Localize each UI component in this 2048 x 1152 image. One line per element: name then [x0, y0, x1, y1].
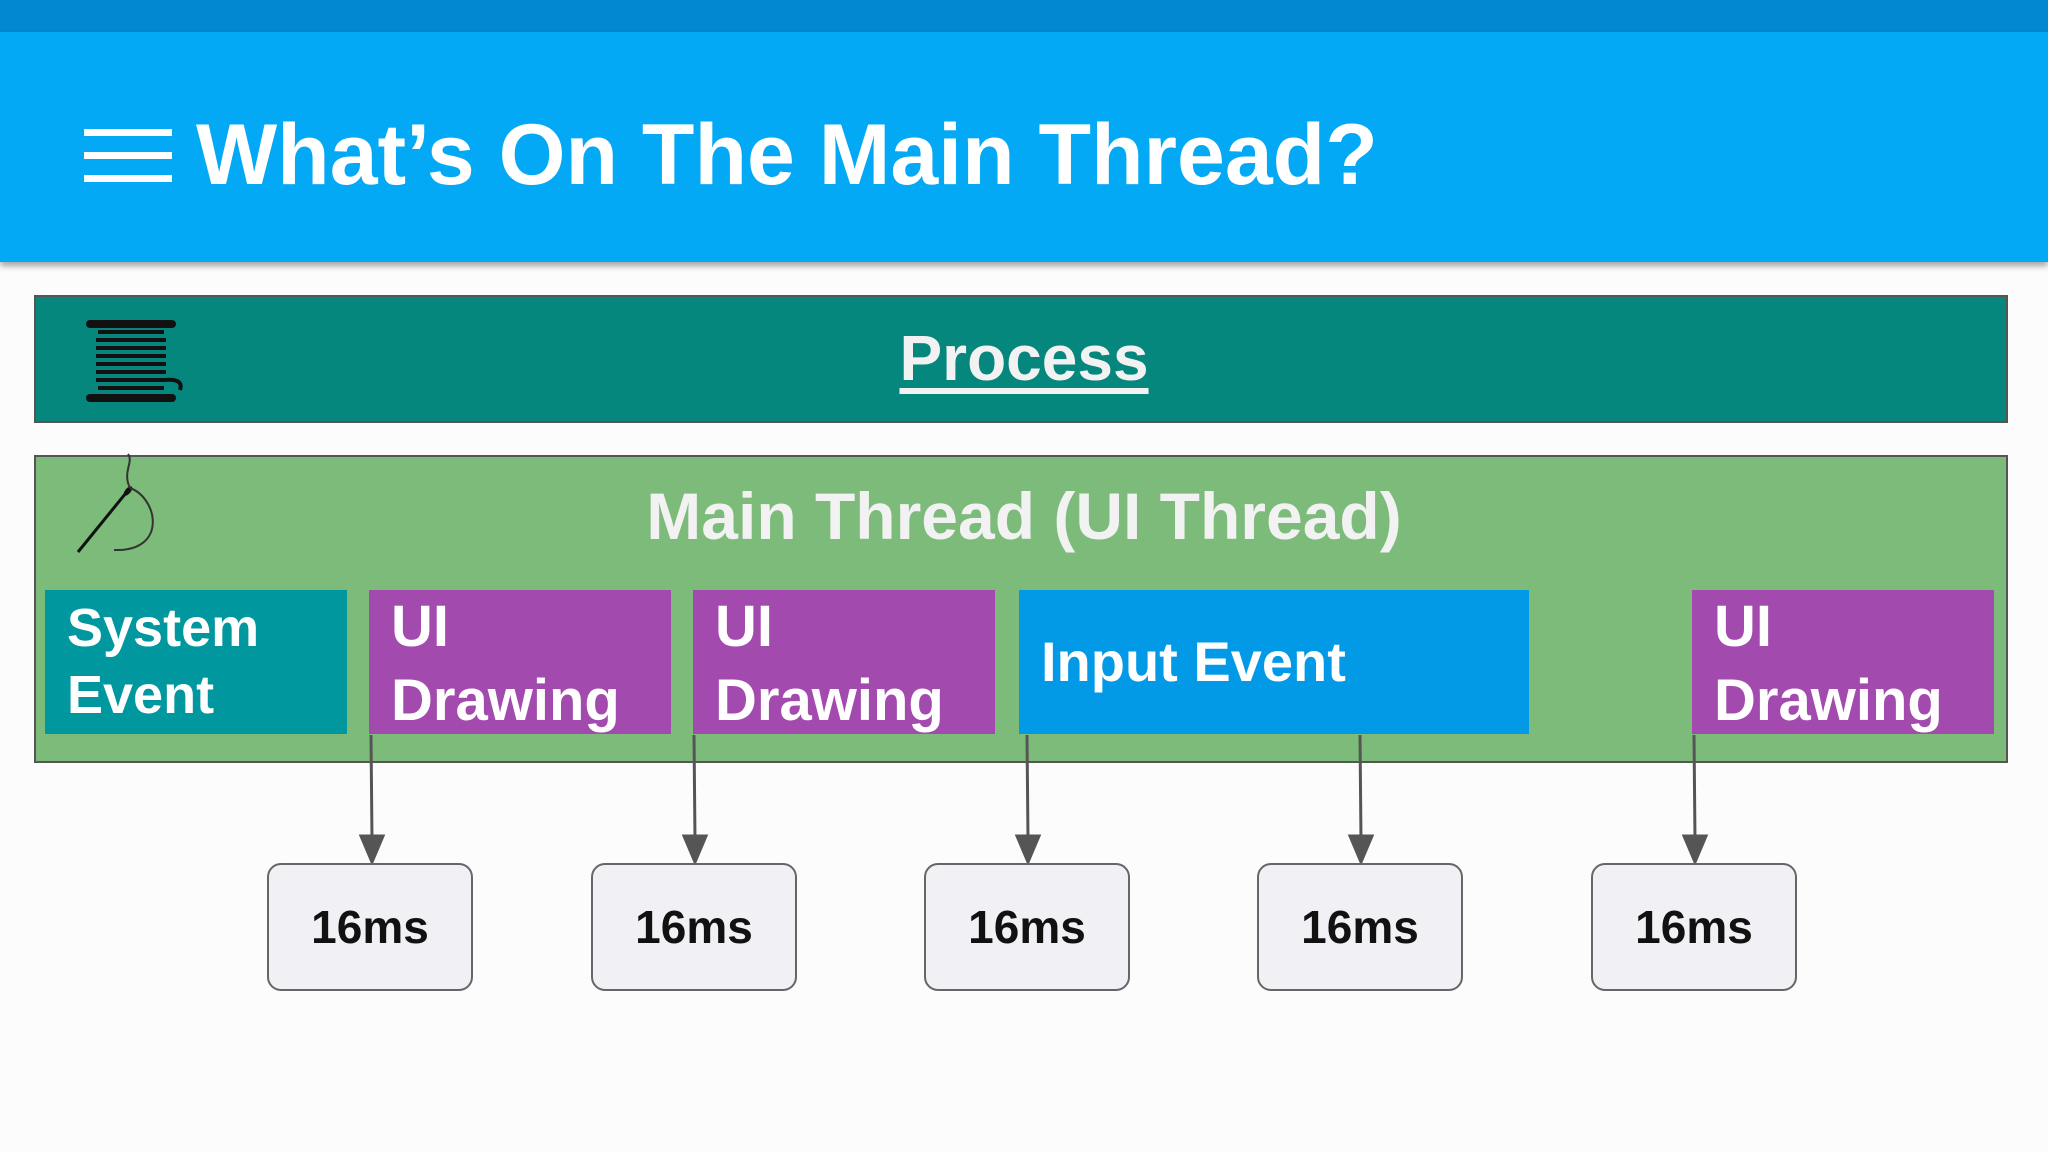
arrow: [1347, 734, 1375, 866]
top-strip: [0, 0, 2048, 32]
event-line: UI: [391, 594, 449, 659]
event-ui-drawing: UI Drawing: [369, 590, 671, 734]
frame-budget-box: 16ms: [591, 863, 797, 991]
slide-header: [0, 32, 2048, 262]
frame-budget-box: 16ms: [1591, 863, 1797, 991]
event-line: Event: [67, 665, 215, 725]
thread-spool-icon: [86, 320, 183, 402]
menu-icon[interactable]: [84, 129, 172, 183]
event-ui-drawing: UI Drawing: [1692, 590, 1994, 734]
arrow: [1681, 734, 1709, 866]
event-line: System: [67, 598, 260, 658]
frame-budget-box: 16ms: [924, 863, 1130, 991]
event-line: Drawing: [391, 668, 620, 733]
event-line: UI: [715, 594, 773, 659]
process-label: Process: [899, 322, 1149, 394]
arrow: [681, 734, 709, 866]
event-line: UI: [1714, 594, 1772, 659]
frame-budget-box: 16ms: [267, 863, 473, 991]
process-bar: [34, 295, 2008, 423]
event-input: Input Event: [1019, 590, 1529, 734]
main-thread-label: Main Thread (UI Thread): [646, 479, 1402, 553]
event-ui-drawing: UI Drawing: [693, 590, 995, 734]
frame-budget-box: 16ms: [1257, 863, 1463, 991]
slide-title: What’s On The Main Thread?: [196, 107, 1378, 203]
event-line: Drawing: [1714, 668, 1943, 733]
event-system: System Event: [45, 590, 347, 734]
needle-and-thread-icon: [76, 453, 154, 553]
arrow: [1014, 734, 1042, 866]
arrow: [358, 734, 386, 866]
event-line: Input Event: [1041, 630, 1346, 693]
event-line: Drawing: [715, 668, 944, 733]
